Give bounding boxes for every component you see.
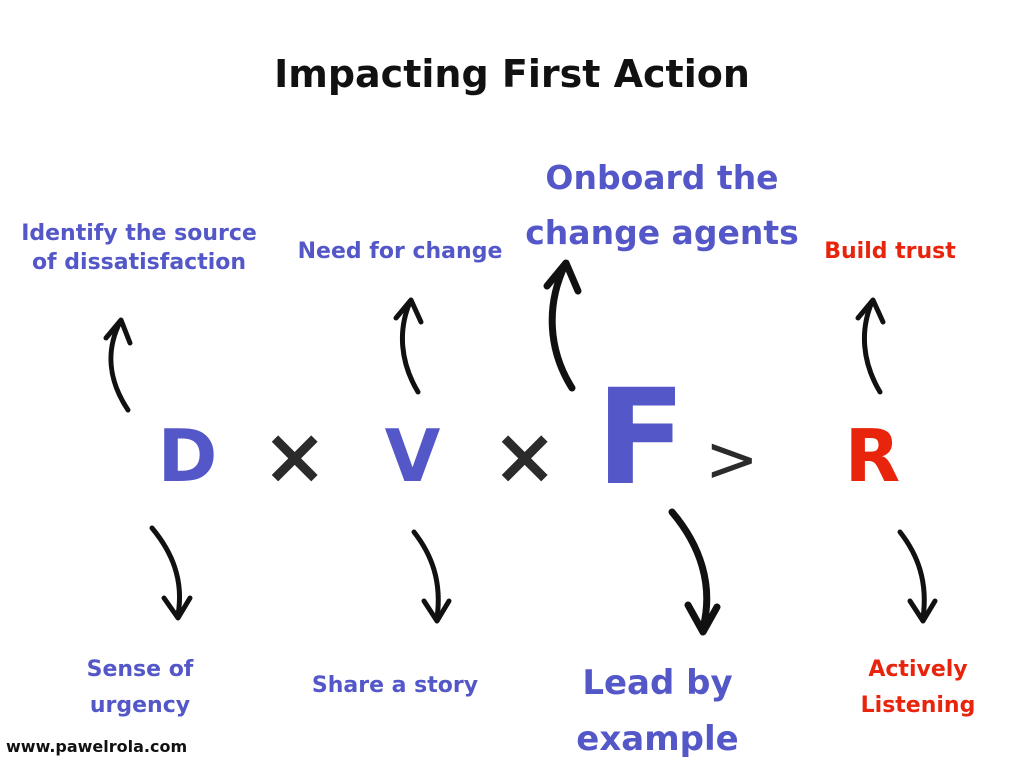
formula-f: F — [595, 361, 687, 515]
label-onboard-line2: change agents — [525, 213, 799, 253]
formula-r: R — [844, 414, 901, 498]
formula-v: V — [384, 414, 441, 498]
arrow-up-r — [855, 297, 886, 395]
label-sense-of-urgency: Sense of urgency — [60, 652, 220, 725]
formula-d: D — [157, 414, 218, 498]
label-lead-line1: Lead by — [582, 663, 733, 703]
label-identify-source-line2: of dissatisfaction — [31, 249, 247, 275]
arrow-down-r — [897, 529, 938, 624]
label-lead-by-example: Lead by example — [545, 655, 770, 767]
formula-greater-than: > — [705, 423, 759, 497]
label-share-a-story: Share a story — [311, 673, 479, 698]
arrow-down-f — [668, 508, 721, 636]
label-onboard-line1: Onboard the — [545, 158, 779, 197]
arrow-up-v — [393, 297, 424, 395]
footer-website: www.pawelrola.com — [6, 737, 188, 756]
label-actively-line1: Actively — [868, 657, 968, 682]
formula-times-1: × — [262, 412, 328, 502]
page-title: Impacting First Action — [274, 52, 750, 96]
label-sense-line1: Sense of — [86, 657, 194, 682]
label-actively-listening: Actively Listening — [843, 652, 993, 725]
label-actively-line2: Listening — [860, 693, 976, 719]
label-identify-source-line1: Identify the source — [21, 221, 257, 246]
label-build-trust: Build trust — [824, 239, 956, 264]
label-lead-line2: example — [576, 719, 739, 760]
label-need-for-change: Need for change — [297, 239, 503, 264]
arrow-down-d — [149, 525, 193, 621]
arrow-up-f — [543, 259, 582, 392]
formula-times-2: × — [492, 412, 558, 502]
label-identify-source: Identify the source of dissatisfaction — [14, 220, 264, 277]
arrow-down-v — [411, 529, 452, 624]
label-onboard-change-agents: Onboard the change agents — [512, 150, 812, 261]
label-sense-line2: urgency — [89, 693, 191, 719]
arrow-up-d — [103, 317, 133, 413]
